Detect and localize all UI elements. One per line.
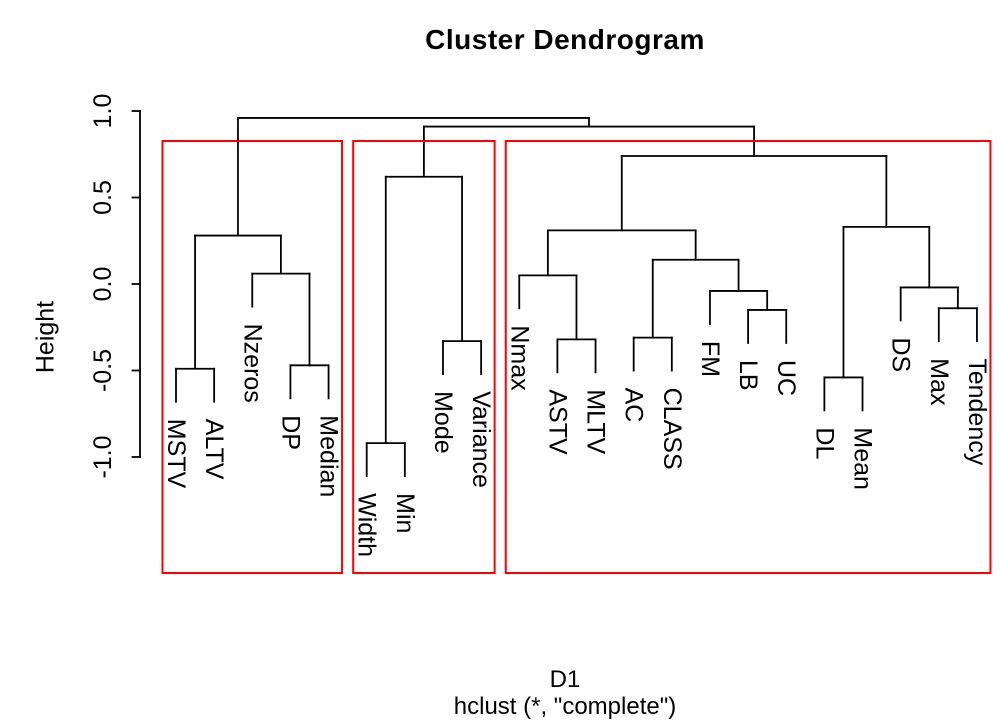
cluster-box-3 — [504, 140, 992, 574]
leaf-label-Nzeros: Nzeros — [238, 324, 266, 403]
leaf-label-Mean: Mean — [849, 427, 877, 490]
x-axis-title: D1 — [549, 666, 581, 693]
y-tick-label-1.0: 1.0 — [89, 94, 117, 129]
y-tick-label--1.0: -1.0 — [89, 435, 117, 478]
leaf-label-UC: UC — [772, 360, 800, 396]
leaf-label-LB: LB — [734, 360, 762, 391]
leaf-label-FM: FM — [696, 341, 724, 377]
cluster-box-2 — [352, 140, 496, 574]
leaf-label-Variance: Variance — [467, 391, 495, 488]
leaf-label-CLASS: CLASS — [658, 388, 686, 470]
cluster-box-1 — [161, 140, 344, 574]
leaf-label-DP: DP — [276, 415, 304, 450]
leaf-label-ASTV: ASTV — [543, 389, 571, 455]
leaf-label-Max: Max — [925, 358, 953, 406]
y-axis-title: Height — [31, 300, 60, 374]
clustering-method-note: hclust (*, "complete") — [453, 693, 677, 720]
y-tick-label-0.0: 0.0 — [89, 267, 117, 302]
leaf-label-MLTV: MLTV — [582, 389, 610, 454]
leaf-label-DL: DL — [810, 427, 838, 459]
y-tick-label--0.5: -0.5 — [89, 349, 117, 392]
leaf-label-ALTV: ALTV — [200, 419, 228, 480]
leaf-label-Nmax: Nmax — [505, 325, 533, 391]
leaf-label-AC: AC — [620, 388, 648, 423]
leaf-label-Median: Median — [315, 415, 343, 497]
leaf-label-Min: Min — [391, 493, 419, 533]
leaf-label-Tendency: Tendency — [963, 358, 991, 466]
leaf-label-Width: Width — [353, 493, 381, 557]
y-tick-label-0.5: 0.5 — [89, 180, 117, 215]
leaf-label-Mode: Mode — [429, 391, 457, 454]
leaf-label-DS: DS — [887, 337, 915, 372]
chart-title: Cluster Dendrogram — [425, 24, 705, 55]
leaf-label-MSTV: MSTV — [162, 419, 190, 489]
